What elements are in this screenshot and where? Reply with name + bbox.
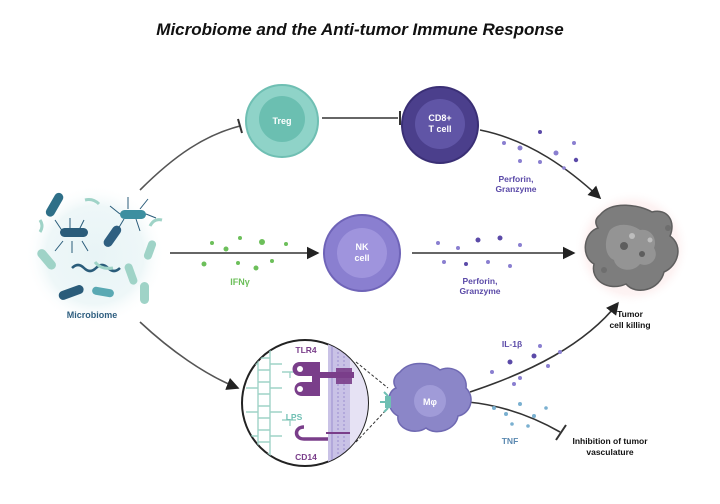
- perforin-dots-top: [502, 130, 579, 170]
- tumor-label-line2: cell killing: [609, 320, 650, 330]
- macrophage-label: Mφ: [423, 397, 437, 407]
- nk-label-line1: NK: [356, 242, 369, 252]
- macrophage-to-inhibition-path: [467, 401, 561, 433]
- il1b-label: IL-1β: [502, 339, 522, 349]
- zoom-line-lower: [355, 407, 389, 443]
- il1b-dots: [490, 344, 562, 386]
- tnf-dots: [492, 402, 548, 428]
- nk-label-line2: cell: [354, 253, 369, 263]
- nk-cell: NK cell: [323, 214, 401, 292]
- inhibition-label-line1: Inhibition of tumor: [572, 436, 648, 446]
- cd8-to-tumor-arrow: [479, 129, 602, 200]
- tlr4-label: TLR4: [295, 345, 317, 355]
- macrophage-to-inhibition-bar: [555, 424, 567, 441]
- ifng-dots: [201, 236, 288, 271]
- microbiome-to-macrophage-arrow: [139, 321, 240, 390]
- lps-label: LPS: [286, 412, 303, 422]
- cd8-label-line1: CD8+: [428, 113, 451, 123]
- diagram-title: Microbiome and the Anti-tumor Immune Res…: [156, 20, 564, 39]
- perforin-top-line1: Perforin,: [499, 174, 534, 184]
- cd8-t-cell: CD8+ T cell: [401, 86, 479, 164]
- treg-label: Treg: [272, 116, 291, 126]
- connectors: [139, 111, 619, 443]
- lps-receptor-inset: TLR4 LPS CD14: [241, 339, 369, 467]
- microbiome-cluster: Microbiome: [25, 185, 165, 325]
- macrophage-cell: Mφ: [380, 362, 472, 433]
- perforin-mid-line1: Perforin,: [463, 276, 498, 286]
- ifng-label: IFNγ: [230, 277, 250, 287]
- macrophage-to-tumor-arrow: [469, 301, 619, 393]
- microbiome-label: Microbiome: [67, 310, 118, 320]
- perforin-dots-middle: [436, 235, 522, 268]
- inhibition-label-line2: vasculature: [586, 447, 634, 457]
- microbiome-to-treg-bar: [237, 118, 243, 134]
- microbiome-to-treg-path: [139, 125, 241, 191]
- tumor-cluster: Tumor cell killing: [574, 190, 690, 330]
- treg-cell: Treg: [245, 84, 319, 158]
- tumor-label-line1: Tumor: [617, 309, 644, 319]
- perforin-mid-line2: Granzyme: [459, 286, 500, 296]
- cd8-label-line2: T cell: [428, 124, 451, 134]
- cd14-label: CD14: [295, 452, 317, 462]
- zoom-line-upper: [355, 361, 389, 389]
- perforin-top-line2: Granzyme: [495, 184, 536, 194]
- tnf-label: TNF: [502, 436, 519, 446]
